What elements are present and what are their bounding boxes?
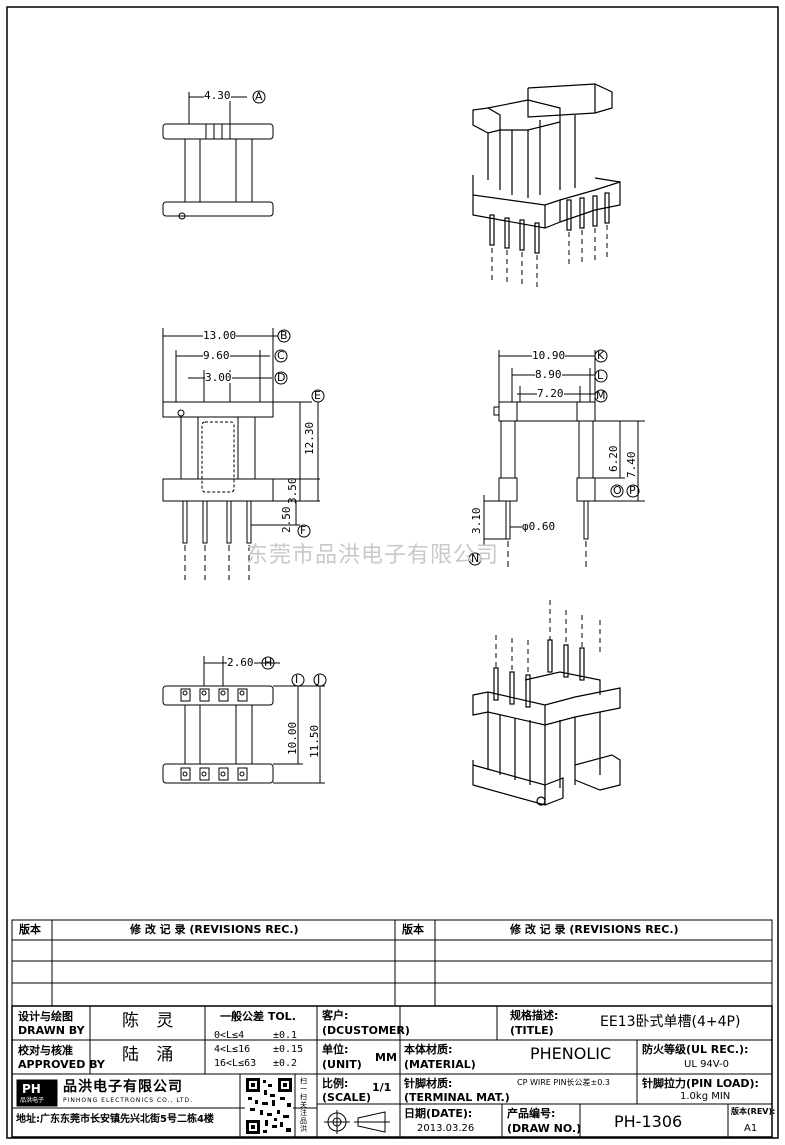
ref-h: H [264, 656, 273, 669]
dim-9-60: 9.60 [203, 349, 230, 362]
ref-o: O [613, 484, 622, 497]
company-logo: PH [22, 1082, 41, 1096]
ref-c: C [277, 349, 285, 362]
approved-by-cn: 校对与核准 [18, 1044, 73, 1057]
spec-cn: 规格描述: [510, 1009, 559, 1022]
spec-value: EE13卧式单槽(4+4P) [600, 1014, 741, 1030]
dim-4-30: 4.30 [204, 89, 231, 102]
dim-2-60: 2.60 [227, 656, 254, 669]
customer-en: (DCUSTOMER) [322, 1024, 410, 1037]
dim-3-00: 3.00 [205, 371, 232, 384]
material-en: (MATERIAL) [404, 1058, 476, 1071]
dim-2-50: 2.50 [280, 506, 293, 534]
ref-p: P [629, 484, 636, 497]
rev-cn: 版本(REV): [731, 1107, 776, 1116]
ref-i: I [295, 673, 299, 686]
title-block [11, 1005, 773, 1138]
front-pins [182, 500, 252, 544]
sheet-border [6, 6, 779, 1139]
material-value: PHENOLIC [530, 1044, 612, 1063]
rev-col-version-2: 版本 [402, 923, 424, 936]
ul-value: UL 94V-0 [684, 1059, 730, 1070]
tol1-value: ±0.1 [273, 1030, 298, 1041]
projection-symbol [324, 1110, 390, 1134]
ref-a: A [255, 90, 263, 103]
company-address: 地址:广东东莞市长安镇先兴北街5号二栋4楼 [16, 1114, 214, 1125]
qr-code [245, 1077, 293, 1135]
dim-10-00: 10.00 [286, 721, 299, 755]
dim-phi-0-60: φ0.60 [522, 520, 556, 533]
tol2-value: ±0.15 [273, 1044, 304, 1055]
dim-10-90: 10.90 [532, 349, 566, 362]
material-cn: 本体材质: [404, 1043, 453, 1056]
dim-3-10: 3.10 [470, 507, 483, 535]
terminal-en: (TERMINAL MAT.) [404, 1091, 510, 1104]
tol1-range: 0<L≤4 [214, 1030, 245, 1041]
approved-by-en: APPROVED BY [18, 1058, 105, 1071]
rev-value: A1 [744, 1123, 758, 1134]
company-name-cn: 品洪电子有限公司 [63, 1079, 183, 1095]
draw-no-en: (DRAW NO.) [507, 1122, 582, 1135]
scale-cn: 比例: [322, 1077, 349, 1090]
drawn-by-name: 陈 灵 [122, 1011, 180, 1031]
unit-en: (UNIT) [322, 1058, 362, 1071]
iso-view-bottom [472, 600, 621, 806]
company-name-en: PINHONG ELECTRONICS CO., LTD. [63, 1097, 194, 1104]
watermark: 东莞市品洪电子有限公司 [246, 543, 500, 568]
spec-en: (TITLE) [510, 1024, 554, 1037]
scale-en: (SCALE) [322, 1091, 372, 1104]
iso-view-top [472, 83, 621, 290]
ref-b: B [280, 329, 288, 342]
ref-m: M [596, 389, 606, 402]
terminal-value: CP WIRE PIN长公差±0.3 [517, 1078, 610, 1087]
ref-l: L [597, 369, 604, 382]
draw-no-cn: 产品编号: [507, 1107, 556, 1120]
dim-7-20: 7.20 [537, 387, 564, 400]
date-value: 2013.03.26 [417, 1123, 475, 1134]
drawn-by-cn: 设计与绘图 [18, 1010, 73, 1023]
ref-d: D [277, 371, 286, 384]
tol2-range: 4<L≤16 [214, 1044, 251, 1055]
dim-7-40: 7.40 [625, 451, 638, 479]
ref-k: K [597, 349, 605, 362]
tol-title: 一般公差 TOL. [220, 1010, 296, 1023]
pin-load-cn: 针脚拉力(PIN LOAD): [642, 1077, 759, 1090]
unit-value: MM [375, 1051, 397, 1064]
ul-cn: 防火等级(UL REC.): [642, 1043, 749, 1056]
qr-side-text: 扫一扫关注品洪 [300, 1077, 307, 1133]
ref-e: E [314, 389, 321, 402]
rev-col-record: 修 改 记 录 (REVISIONS REC.) [130, 923, 299, 936]
dim-6-20: 6.20 [607, 445, 620, 473]
approved-by-name: 陆 涌 [122, 1045, 180, 1065]
rev-col-record-2: 修 改 记 录 (REVISIONS REC.) [510, 923, 679, 936]
tol3-range: 16<L≤63 [214, 1058, 257, 1069]
draw-no-value: PH-1306 [614, 1112, 683, 1131]
top-view [162, 90, 274, 220]
rev-col-version: 版本 [19, 923, 41, 936]
ref-n: N [471, 552, 480, 565]
dim-12-30: 12.30 [303, 421, 316, 455]
dim-13-00: 13.00 [203, 329, 237, 342]
customer-cn: 客户: [322, 1009, 349, 1022]
drawn-by-en: DRAWN BY [18, 1024, 85, 1037]
scale-value: 1/1 [372, 1081, 392, 1094]
company-logo-sub: 品洪电子 [20, 1097, 45, 1104]
bottom-pin-pads [180, 688, 248, 781]
pin-load-value: 1.0kg MIN [680, 1091, 731, 1102]
dim-8-90: 8.90 [535, 368, 562, 381]
tol3-value: ±0.2 [273, 1058, 298, 1069]
dim-3-50: 3.50 [286, 477, 299, 505]
terminal-cn: 针脚材质: [404, 1077, 453, 1090]
unit-cn: 单位: [322, 1043, 349, 1056]
dim-11-50: 11.50 [308, 724, 321, 758]
ref-j: J [317, 673, 321, 686]
date-cn: 日期(DATE): [404, 1107, 473, 1120]
ref-f: F [300, 524, 307, 537]
bottom-view [162, 656, 327, 784]
